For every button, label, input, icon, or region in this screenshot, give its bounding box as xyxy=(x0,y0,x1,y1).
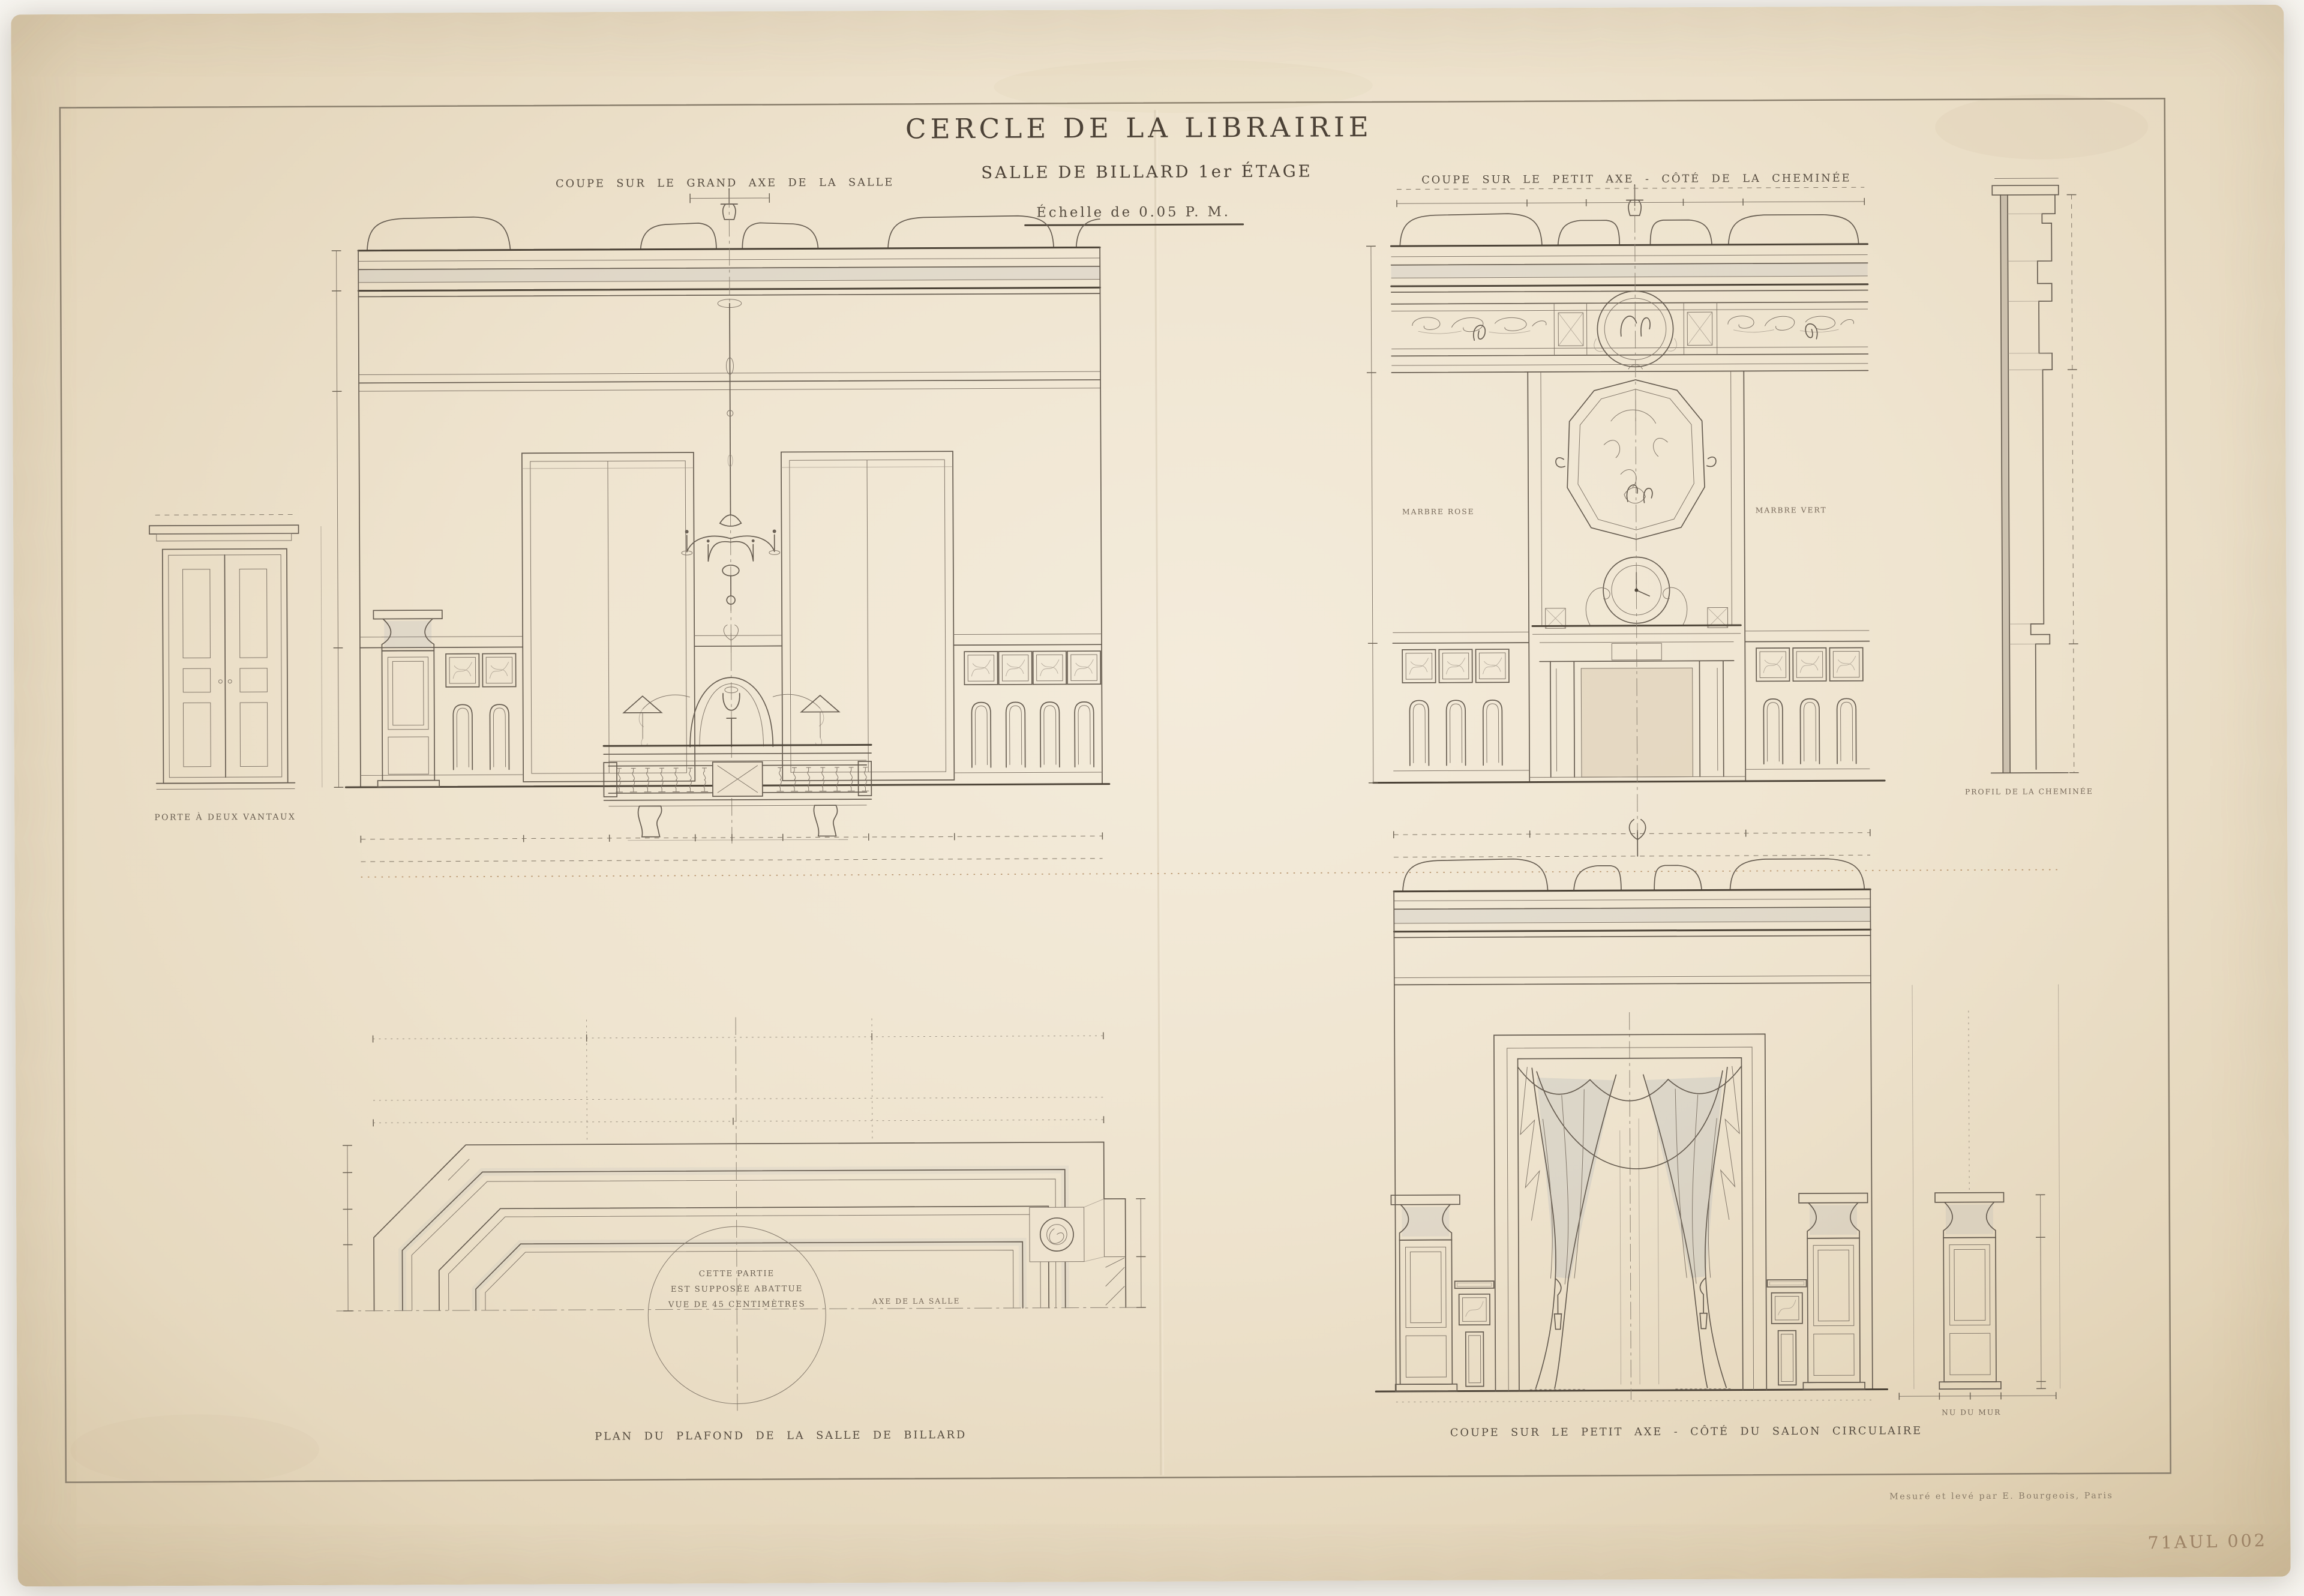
wall-face xyxy=(1374,889,1888,1400)
ornamental-frieze xyxy=(1391,290,1868,373)
swag-cord xyxy=(1537,1071,1723,1169)
view-plafond-title: Plan du Plafond de la Salle de Billard xyxy=(595,1429,967,1443)
ceiling-rosette-circle: Cette partie est supposée abattue vue de… xyxy=(648,1226,826,1404)
plan-note-line2: est supposée abattue xyxy=(671,1284,803,1294)
view-plafond: Plan du Plafond de la Salle de Billard xyxy=(336,1017,1147,1443)
scale-underline xyxy=(1025,224,1243,226)
datum-dotted-line xyxy=(361,869,2062,878)
sheet-title: CERCLE DE LA LIBRAIRIE xyxy=(905,111,1373,145)
view-grand-axe-title: Coupe sur le Grand Axe de la Salle xyxy=(556,176,894,190)
valance xyxy=(1518,1066,1742,1102)
curtained-doorway xyxy=(1494,1034,1766,1391)
scale-note: Échelle de 0.05 P. M. xyxy=(1036,203,1231,220)
lamp-shade-right xyxy=(801,695,839,712)
tall-panel-left xyxy=(522,452,695,782)
chimney-breast xyxy=(1528,371,1745,782)
plan-note-line3: vue de 45 centimètres xyxy=(668,1300,806,1310)
title-block: CERCLE DE LA LIBRAIRIE SALLE DE BILLARD … xyxy=(905,111,1373,226)
dimension-lines-cheminee xyxy=(1366,187,1870,858)
view-cheminee-title: Coupe sur le Petit Axe - Côté de la Chem… xyxy=(1421,170,1851,186)
buffet-leg-right xyxy=(814,805,837,836)
buffet-arch xyxy=(623,625,839,747)
trumeau-note: Nu du mur xyxy=(1942,1408,2001,1417)
buffet xyxy=(604,745,872,841)
wainscot-left xyxy=(1454,1280,1495,1387)
cornice-finial xyxy=(1630,820,1646,856)
wainscot xyxy=(1393,631,1870,771)
tassel-left xyxy=(1554,1279,1561,1330)
pedestal-left xyxy=(1390,1194,1462,1392)
ceiling-dimension-rows xyxy=(373,1018,1103,1144)
sheet-subtitle: SALLE DE BILLARD 1er ÉTAGE xyxy=(981,161,1313,182)
sheet-blemishes xyxy=(70,59,2149,1486)
monogram-right xyxy=(1805,324,1817,339)
monogram-left xyxy=(1474,325,1486,340)
plan-note-line1: Cette partie xyxy=(699,1270,775,1279)
imprint: Mesuré et levé par E. Bourgeois, Paris xyxy=(1889,1491,2113,1502)
wainscot-right xyxy=(1766,1279,1808,1386)
material-label-right: Marbre vert xyxy=(1756,506,1827,515)
border-frame xyxy=(60,98,2171,1482)
cornice xyxy=(1394,818,1871,985)
view-salon-title: Coupe sur le Petit Axe - Côté du Salon C… xyxy=(1450,1423,1922,1439)
chandelier xyxy=(680,299,780,611)
pedestal-right xyxy=(1798,1192,1869,1390)
center-axis xyxy=(1634,185,1638,840)
double-door-detail: Porte à deux vantaux xyxy=(149,514,300,823)
buffet-leg-left xyxy=(638,806,662,836)
tassel-right xyxy=(1700,1278,1707,1329)
view-salon: Coupe sur le Petit Axe - Côté du Salon C… xyxy=(1373,818,2060,1439)
drawing-sheet: CERCLE DE LA LIBRAIRIE SALLE DE BILLARD … xyxy=(11,4,2291,1587)
lamp-shade-left xyxy=(623,696,661,713)
dimension-lines-plafond xyxy=(343,1142,1146,1311)
center-axis xyxy=(735,1017,738,1411)
view-cheminee: Coupe sur le Petit Axe - Côté de la Chem… xyxy=(1366,170,2093,858)
view-grand-axe: Coupe sur le Grand Axe de la Salle xyxy=(148,176,1109,862)
floor-line xyxy=(1373,781,1885,783)
base-dimension-row xyxy=(1396,1399,1873,1403)
door-label: Porte à deux vantaux xyxy=(154,812,296,823)
dimension-lines-grand-axe xyxy=(320,192,1103,862)
rosette-detail xyxy=(1030,1199,1105,1262)
floor-line xyxy=(1376,1389,1887,1391)
tall-panel-right xyxy=(781,451,954,781)
center-axis xyxy=(1629,1012,1632,1400)
chimney-profile-section: Profil de la Cheminée xyxy=(1965,178,2093,796)
profile-label: Profil de la Cheminée xyxy=(1965,787,2093,796)
plate-number: 71AUL 002 xyxy=(2147,1530,2267,1553)
trumeau-detail: Nu du mur xyxy=(1897,985,2060,1417)
plate-artwork: CERCLE DE LA LIBRAIRIE SALLE DE BILLARD … xyxy=(11,59,2267,1553)
cornice xyxy=(1391,184,1868,292)
fold-crease xyxy=(1154,110,1162,1475)
axis-label: Axe de la Salle xyxy=(872,1297,961,1306)
wainscot xyxy=(360,634,1102,775)
material-label-left: Marbre rose xyxy=(1402,508,1475,517)
clock-hands xyxy=(1636,572,1649,596)
symmetry-axis xyxy=(336,1307,1147,1312)
